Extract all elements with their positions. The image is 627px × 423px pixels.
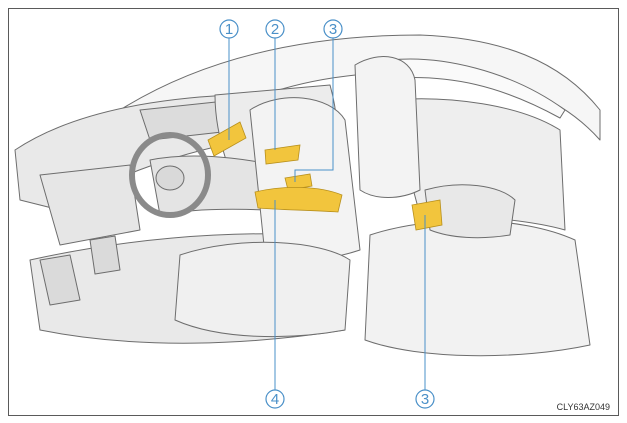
callout-4: 4: [266, 390, 284, 408]
callout-3b: 3: [416, 390, 434, 408]
steering-hub: [156, 166, 184, 190]
callout-3b-label: 3: [421, 391, 429, 408]
callout-3a: 3: [324, 20, 342, 38]
callout-2: 2: [266, 20, 284, 38]
callout-1-label: 1: [225, 21, 233, 38]
rear-seat: [365, 221, 590, 356]
pedal-right: [90, 236, 120, 274]
callout-3a-label: 3: [329, 21, 337, 38]
callout-2-label: 2: [271, 21, 279, 38]
highlight-rear-cup-holder: [412, 200, 442, 230]
highlight-console-box: [255, 187, 342, 212]
callout-4-label: 4: [271, 391, 279, 408]
passenger-seat-back: [355, 57, 420, 198]
driver-seat-cushion: [175, 242, 350, 336]
figure-code: CLY63AZ049: [557, 402, 610, 412]
callout-1: 1: [220, 20, 238, 38]
